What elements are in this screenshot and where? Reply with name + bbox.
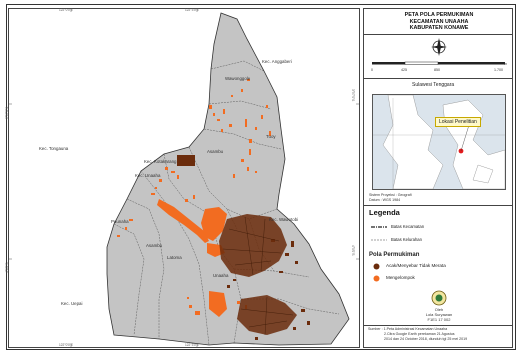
- projection-system: Sistem Proyeksi : Geografi: [369, 193, 412, 197]
- scale-bar: [372, 61, 505, 65]
- scale-label-0: 0: [371, 68, 373, 72]
- divider: [364, 34, 512, 35]
- label-desa-puunaha: Puunaha: [111, 219, 129, 224]
- author-line-3: F1E1 17 002: [427, 317, 451, 322]
- scale-label-3: 1.700: [494, 68, 503, 72]
- source-block: Sumber : 1.Peta Administrasi Kecamatan U…: [368, 327, 510, 341]
- tick-label-right-2: 4°0'0"S: [351, 245, 355, 256]
- inset-map[interactable]: Lokasi Penelitian: [372, 94, 506, 190]
- label-desa-unaaha: Unaaha: [213, 273, 229, 278]
- legend-label-kecamatan: Batas Kecamatan: [391, 224, 425, 229]
- legend-line-kelurahan: [371, 239, 387, 241]
- legend-line-kecamatan: [371, 226, 387, 228]
- legend-label-cluster: Mengelompok: [386, 275, 415, 280]
- spread-area-texture: [222, 216, 294, 336]
- tick-label-right-1: 3°57'0"S: [351, 89, 355, 102]
- scale-label-1: 425: [401, 68, 407, 72]
- tick-label-left-1: 3°57'0"S: [5, 106, 9, 119]
- datum: Datum : WGS 1984: [369, 198, 401, 202]
- author-line-1: Oleh: [434, 307, 444, 312]
- divider: [364, 205, 512, 206]
- map-title: PETA POLA PERMUKIMAN KECAMATAN UNAAHA KA…: [364, 12, 514, 32]
- legend-dot-spread: [373, 263, 380, 270]
- map-canvas: [9, 9, 359, 347]
- source-line-1: Sumber : 1.Peta Administrasi Kecamatan U…: [368, 327, 448, 331]
- tick-label-bottom-2: 122°3'0"E: [185, 343, 200, 347]
- inset-title: Sulawesi Tenggara: [412, 82, 455, 88]
- label-wawonggole: Wawonggole: [225, 76, 251, 81]
- label-kec-tongauna: Kec. Tongauna: [39, 146, 69, 151]
- compass-north-icon: [431, 38, 447, 56]
- tick-label-bottom-1: 122°0'0"E: [59, 343, 74, 347]
- inset-map-canvas: [373, 95, 505, 189]
- legend-label-kelurahan: Batas Kelurahan: [391, 237, 422, 242]
- author-line-2: Lola Suryawan: [425, 312, 453, 317]
- label-kec-wawotobi: Kec. Wawotobi: [269, 217, 299, 222]
- label-desa-tuoy: Tuoy: [266, 134, 276, 139]
- legend-label-spread: Acak/Menyebar Tidak Merata: [386, 263, 446, 268]
- scale-unit: m: [504, 62, 507, 66]
- inset-callout: Lokasi Penelitian: [435, 117, 481, 127]
- label-desa-ambaipua: Asambu: [207, 149, 224, 154]
- source-line-2: 2.Citra Google Earth perekaman 21 Agustu…: [384, 331, 455, 336]
- label-kec-uepai: Kec. Uepai: [61, 301, 83, 306]
- map-title-line-2: KECAMATAN UNAAHA: [409, 18, 469, 25]
- author-block: Oleh Lola Suryawan F1E1 17 002: [364, 307, 514, 322]
- divider: [364, 78, 512, 79]
- scale-label-2: 850: [434, 68, 440, 72]
- legend-dot-cluster: [373, 275, 380, 282]
- label-desa-asambu: Asambu: [146, 243, 163, 248]
- map-title-line-1: PETA POLA PERMUKIMAN: [404, 12, 474, 18]
- source-line-3: 2014 dan 24 October 2018, diunduh tgl 25…: [384, 336, 468, 341]
- tick-label-top-1: 122°0'0"E: [59, 8, 74, 12]
- main-map[interactable]: 122°0'0"E 122°3'0"E 122°0'0"E 122°3'0"E …: [5, 8, 360, 348]
- label-kec-anggaberi: Kec. Anggaberi: [262, 59, 292, 64]
- divider: [364, 325, 512, 326]
- tick-label-left-2: 4°0'0"S: [5, 262, 9, 273]
- tick-label-top-2: 122°3'0"E: [185, 8, 200, 12]
- map-title-line-3: KABUPATEN KONAWE: [409, 25, 469, 31]
- label-kec-unaaha: Kec. Unaaha: [135, 173, 161, 178]
- label-kotakarang: Kec. Kotakarang: [144, 159, 177, 164]
- map-info-panel: PETA POLA PERMUKIMAN KECAMATAN UNAAHA KA…: [363, 8, 513, 348]
- map-sheet-frame: [6, 4, 516, 350]
- pola-title: Pola Permukiman: [369, 252, 420, 258]
- unaaha-region: [106, 12, 350, 346]
- university-logo: [431, 290, 447, 306]
- legend-title: Legenda: [369, 208, 400, 217]
- label-desa-latoma: Latoma: [167, 255, 182, 260]
- grid-ticks: [9, 9, 359, 347]
